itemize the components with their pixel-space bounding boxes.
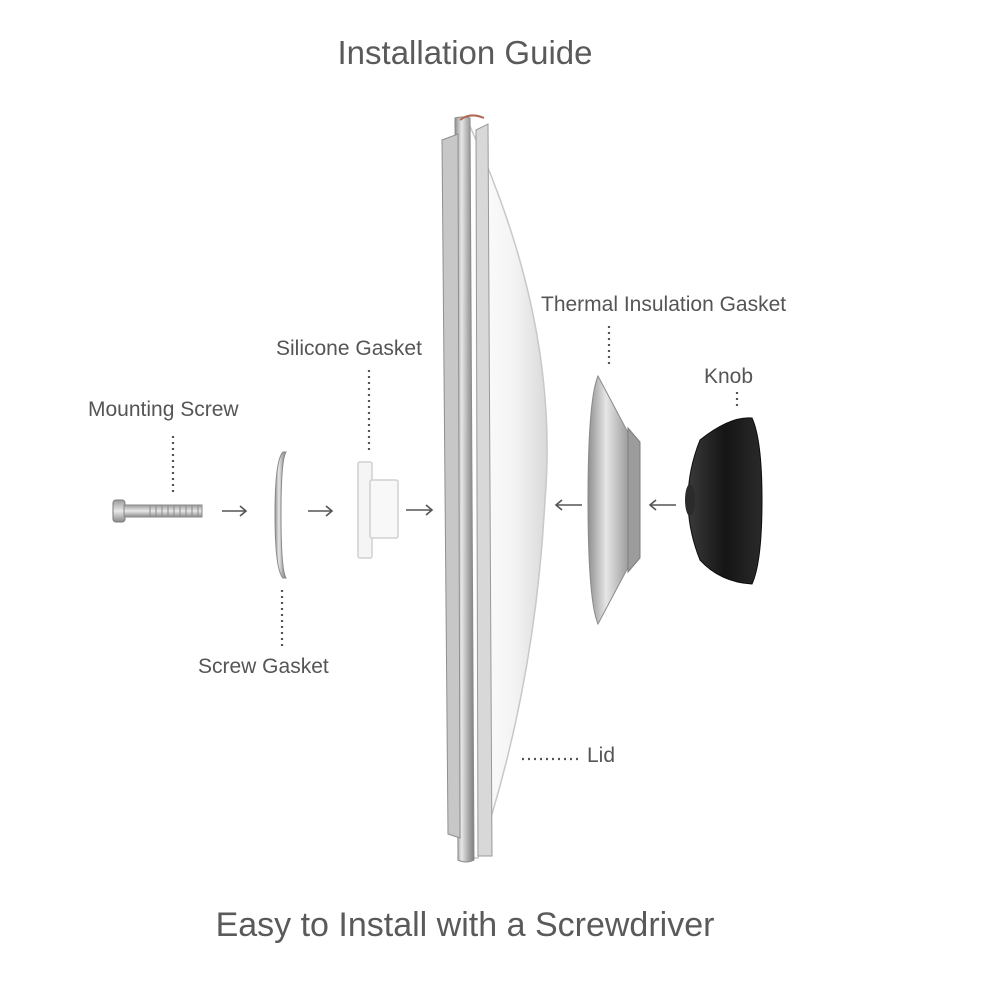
footer-tagline: Easy to Install with a Screwdriver <box>215 906 715 944</box>
screw-gasket <box>274 451 287 579</box>
silicone-gasket <box>357 461 399 559</box>
diagram-title: Installation Guide <box>337 34 593 71</box>
arrow-thermal-to-lid <box>554 499 582 511</box>
knob <box>685 417 763 585</box>
arrow-gasket-to-silicone <box>308 505 334 517</box>
label-knob: Knob <box>704 365 754 388</box>
arrow-knob-to-thermal <box>648 499 676 511</box>
label-lid: Lid <box>587 744 616 767</box>
thermal-insulation-gasket <box>587 374 641 626</box>
mounting-screw <box>112 499 203 523</box>
label-mounting-screw: Mounting Screw <box>88 398 239 421</box>
arrow-silicone-to-lid <box>406 504 434 516</box>
label-screw-gasket: Screw Gasket <box>198 655 329 678</box>
glass-lid <box>441 114 548 863</box>
label-thermal-gasket: Thermal Insulation Gasket <box>541 293 787 316</box>
label-silicone-gasket: Silicone Gasket <box>276 337 422 360</box>
arrow-screw-to-gasket <box>222 505 248 517</box>
